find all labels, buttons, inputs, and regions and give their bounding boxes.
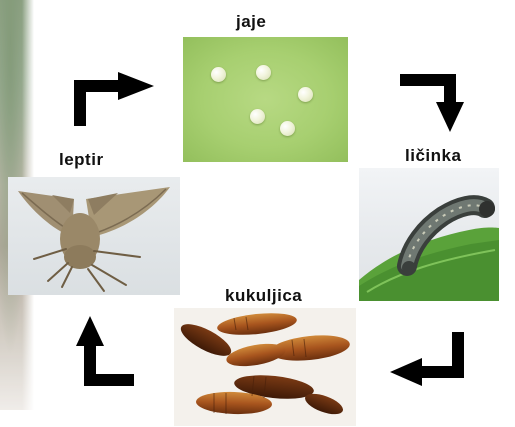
arrow-adult-to-egg-icon [72,68,160,130]
egg [298,87,313,102]
arrow-larva-to-pupa-icon [386,330,468,394]
label-pupa: kukuljica [225,286,302,306]
label-larva: ličinka [405,146,461,166]
pupae [174,308,356,426]
label-egg: jaje [236,12,266,32]
larva-photo [359,168,499,301]
caterpillar-on-leaf [359,168,499,301]
egg [280,121,295,136]
moth-photo [8,177,180,295]
pupa-photo [174,308,356,426]
egg [211,67,226,82]
arrow-egg-to-larva-icon [398,72,474,136]
arrow-pupa-to-adult-icon [70,312,140,388]
egg [250,109,265,124]
moth [8,177,180,295]
egg [256,65,271,80]
label-adult: leptir [59,150,104,170]
egg-photo [183,37,348,162]
